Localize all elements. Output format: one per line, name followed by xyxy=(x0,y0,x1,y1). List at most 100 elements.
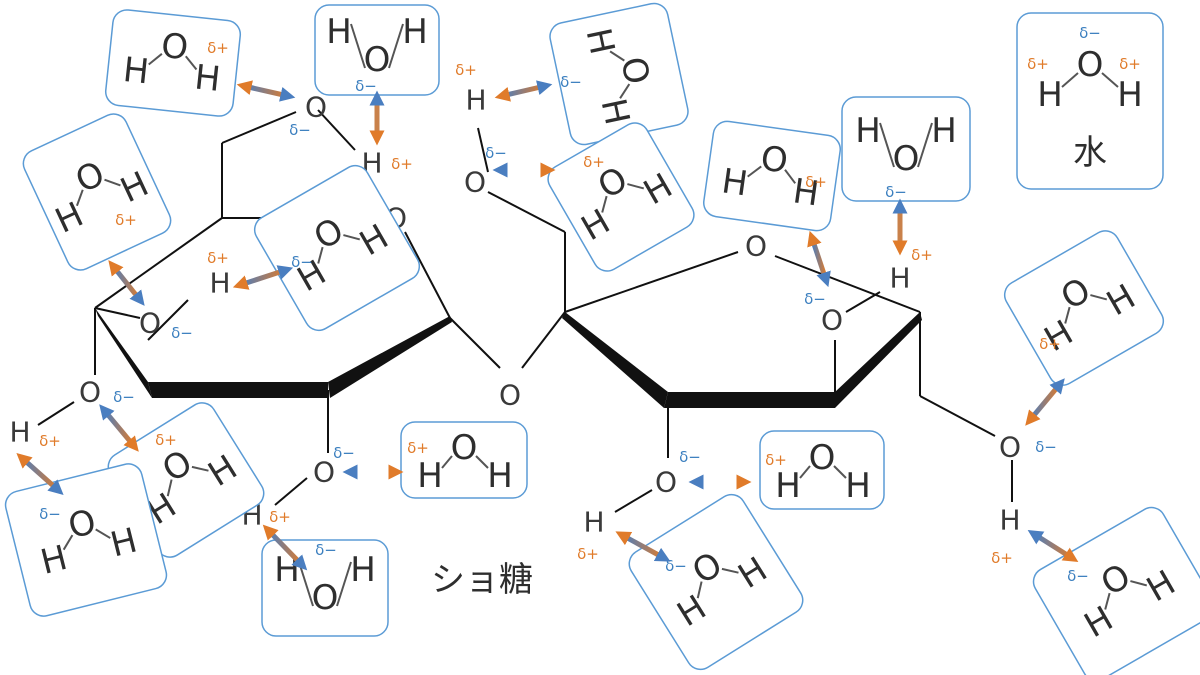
delta-minus-label: δ− xyxy=(485,144,507,162)
water-hydrogen: H xyxy=(791,171,822,214)
sucrose-wedge-bonds xyxy=(95,308,922,408)
hbond-arrow xyxy=(232,265,294,290)
water-hydrogen: H xyxy=(719,161,750,204)
atom-oxygen: O xyxy=(999,431,1021,464)
delta-plus-label: δ+ xyxy=(1027,55,1049,73)
water-hydrogen: H xyxy=(845,466,871,506)
water-oxygen: O xyxy=(451,428,478,468)
water-hydrogen: H xyxy=(326,12,352,52)
sucrose-label: ショ糖 xyxy=(431,560,533,600)
water-hydrogen: H xyxy=(487,456,513,496)
atom-oxygen: O xyxy=(499,379,521,412)
atom-oxygen: O xyxy=(655,466,677,499)
atom-hydrogen: H xyxy=(465,84,486,117)
water-hydrogen: H xyxy=(931,111,957,151)
delta-minus-label: δ− xyxy=(679,448,701,466)
delta-plus-label: δ+ xyxy=(583,153,605,171)
delta-plus-label: δ+ xyxy=(991,549,1013,567)
atom-hydrogen: H xyxy=(9,416,30,449)
water-molecule: OH Hδ+ xyxy=(400,421,528,499)
delta-plus-label: δ+ xyxy=(115,211,137,229)
water-oxygen: O xyxy=(1077,45,1104,85)
hbond-arrow xyxy=(16,453,64,495)
water-label: 水 xyxy=(1073,133,1107,173)
water-hydrogen: H xyxy=(855,111,881,151)
atom-oxygen: O xyxy=(745,230,767,263)
delta-minus-label: δ− xyxy=(665,557,687,575)
hbond-arrow xyxy=(615,531,671,562)
water-box-frame xyxy=(628,493,804,671)
water-box-frame xyxy=(4,463,168,617)
water-hydrogen: H xyxy=(775,466,801,506)
water-box-frame xyxy=(547,122,695,272)
delta-minus-label: δ− xyxy=(333,444,355,462)
delta-plus-label: δ+ xyxy=(911,246,933,264)
water-oxygen: O xyxy=(364,40,391,80)
water-box-frame xyxy=(759,430,885,510)
water-oxygen: O xyxy=(312,578,339,618)
delta-minus-label: δ− xyxy=(289,121,311,139)
atom-oxygen: O xyxy=(79,376,101,409)
water-box-frame xyxy=(1016,12,1164,190)
delta-minus-label: δ− xyxy=(39,505,61,523)
atom-oxygen: O xyxy=(305,91,327,124)
hbond-arrow xyxy=(1027,529,1079,563)
water-oxygen: O xyxy=(893,139,920,179)
atom-hydrogen: H xyxy=(999,504,1020,537)
delta-minus-label: δ− xyxy=(560,73,582,91)
delta-minus-label: δ− xyxy=(1067,567,1089,585)
water-hydrogen: H xyxy=(417,456,443,496)
delta-minus-label: δ− xyxy=(171,324,193,342)
delta-plus-label: δ+ xyxy=(765,451,787,469)
delta-minus-label: δ− xyxy=(315,541,337,559)
delta-minus-label: δ− xyxy=(804,290,826,308)
hbond-arrow xyxy=(99,404,139,452)
water-box-frame xyxy=(400,421,528,499)
delta-plus-label: δ+ xyxy=(155,431,177,449)
water-hydrogen: H xyxy=(402,12,428,52)
water-hydrogen: H xyxy=(350,550,376,590)
atom-oxygen: O xyxy=(139,307,161,340)
water-box-frame xyxy=(1003,230,1165,386)
water-box-frame xyxy=(703,120,841,232)
delta-minus-label: δ− xyxy=(1035,438,1057,456)
water-oxygen: O xyxy=(809,438,836,478)
delta-plus-label: δ+ xyxy=(407,439,429,457)
atom-hydrogen: H xyxy=(583,506,604,539)
delta-minus-label: δ− xyxy=(291,253,313,271)
water-box-frame xyxy=(22,113,172,271)
delta-plus-label: δ+ xyxy=(805,173,827,191)
delta-minus-label: δ− xyxy=(113,388,135,406)
delta-plus-label: δ+ xyxy=(391,155,413,173)
atom-oxygen: O xyxy=(464,166,486,199)
water-hydrogen: H xyxy=(121,50,151,92)
hbond-arrow xyxy=(108,260,145,306)
delta-minus-label: δ− xyxy=(1079,24,1101,42)
water-molecule: OH Hδ− xyxy=(841,96,971,202)
delta-plus-label: δ+ xyxy=(577,545,599,563)
delta-plus-label: δ+ xyxy=(207,249,229,267)
delta-plus-label: δ+ xyxy=(269,508,291,526)
atom-hydrogen: H xyxy=(889,262,910,295)
delta-plus-label: δ+ xyxy=(39,432,61,450)
water-oxygen: O xyxy=(758,138,790,181)
water-hydrogen: H xyxy=(1117,75,1143,115)
delta-plus-label: δ+ xyxy=(455,61,477,79)
water-box-frame xyxy=(104,9,242,117)
delta-minus-label: δ− xyxy=(885,183,907,201)
water-oxygen: O xyxy=(159,26,190,69)
hbond-arrow xyxy=(807,230,831,288)
